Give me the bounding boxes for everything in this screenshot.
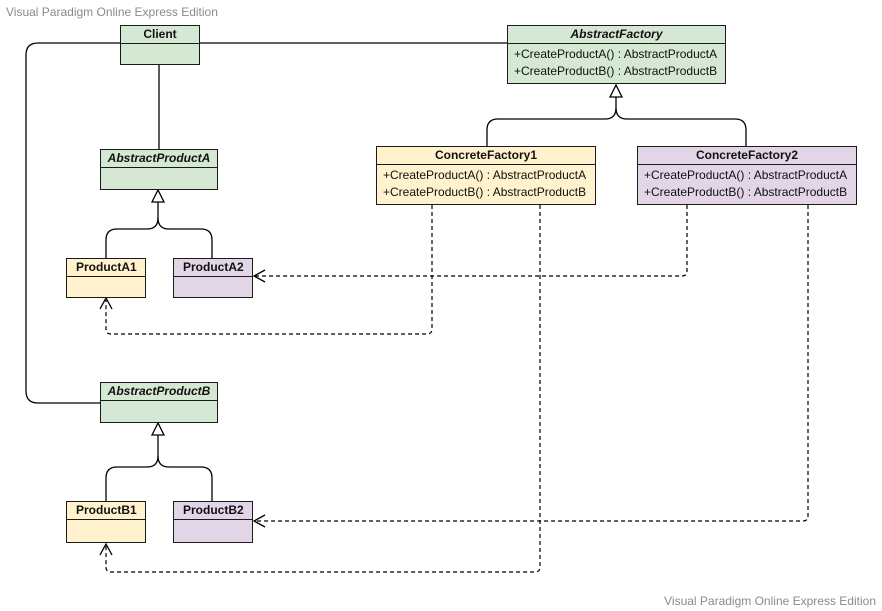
inheritance-factories bbox=[486, 86, 617, 146]
class-product-b2[interactable]: ProductB2 bbox=[173, 501, 253, 543]
dependency-arrow-a2 bbox=[252, 269, 266, 283]
dependency-arrow-a1 bbox=[99, 296, 113, 310]
inheritance-product-a bbox=[105, 201, 159, 258]
dependency-arrow-b2 bbox=[252, 514, 266, 528]
class-client-name: Client bbox=[121, 26, 199, 44]
class-concrete-factory2-operations: +CreateProductA() : AbstractProductA +Cr… bbox=[638, 165, 856, 201]
operation: +CreateProductA() : AbstractProductA bbox=[383, 168, 587, 182]
inheritance-product-b bbox=[105, 434, 159, 501]
class-abstract-product-b-name: AbstractProductB bbox=[101, 383, 217, 401]
association-client-productB bbox=[25, 42, 120, 404]
class-concrete-factory1-name: ConcreteFactory1 bbox=[377, 147, 595, 165]
generalization-arrow-product-a bbox=[150, 188, 166, 203]
generalization-arrow-product-b bbox=[150, 421, 166, 436]
operation: +CreateProductB() : AbstractProductB bbox=[514, 64, 718, 78]
class-client[interactable]: Client bbox=[120, 25, 200, 65]
class-abstract-factory-operations: +CreateProductA() : AbstractProductA +Cr… bbox=[508, 44, 725, 80]
dependency-cf2-productB2 bbox=[255, 205, 809, 522]
class-concrete-factory2[interactable]: ConcreteFactory2 +CreateProductA() : Abs… bbox=[637, 146, 857, 205]
class-product-a1-name: ProductA1 bbox=[67, 259, 145, 277]
class-product-a2[interactable]: ProductA2 bbox=[173, 258, 253, 298]
operation: +CreateProductB() : AbstractProductB bbox=[383, 185, 587, 199]
class-abstract-factory[interactable]: AbstractFactory +CreateProductA() : Abst… bbox=[507, 25, 726, 84]
class-abstract-product-a-name: AbstractProductA bbox=[101, 150, 217, 168]
class-product-b2-name: ProductB2 bbox=[174, 502, 252, 520]
class-product-a2-name: ProductA2 bbox=[174, 259, 252, 277]
watermark-bottom: Visual Paradigm Online Express Edition bbox=[664, 594, 876, 608]
class-abstract-product-b[interactable]: AbstractProductB bbox=[100, 382, 218, 423]
operation: +CreateProductA() : AbstractProductA bbox=[644, 168, 848, 182]
class-concrete-factory2-name: ConcreteFactory2 bbox=[638, 147, 856, 165]
generalization-arrow-factory bbox=[608, 83, 624, 98]
dependency-arrow-b1 bbox=[99, 542, 113, 556]
class-abstract-factory-name: AbstractFactory bbox=[508, 26, 725, 44]
watermark-top: Visual Paradigm Online Express Edition bbox=[6, 5, 218, 19]
operation: +CreateProductB() : AbstractProductB bbox=[644, 185, 848, 199]
class-product-a1[interactable]: ProductA1 bbox=[66, 258, 146, 298]
class-concrete-factory1[interactable]: ConcreteFactory1 +CreateProductA() : Abs… bbox=[376, 146, 596, 205]
class-product-b1-name: ProductB1 bbox=[67, 502, 145, 520]
dependency-cf2-productA2 bbox=[255, 205, 688, 277]
dependency-cf1-productA1 bbox=[105, 205, 433, 335]
class-abstract-product-a[interactable]: AbstractProductA bbox=[100, 149, 218, 190]
operation: +CreateProductA() : AbstractProductA bbox=[514, 47, 718, 61]
dependency-cf1-productB1 bbox=[105, 205, 541, 573]
class-concrete-factory1-operations: +CreateProductA() : AbstractProductA +Cr… bbox=[377, 165, 595, 201]
class-product-b1[interactable]: ProductB1 bbox=[66, 501, 146, 543]
